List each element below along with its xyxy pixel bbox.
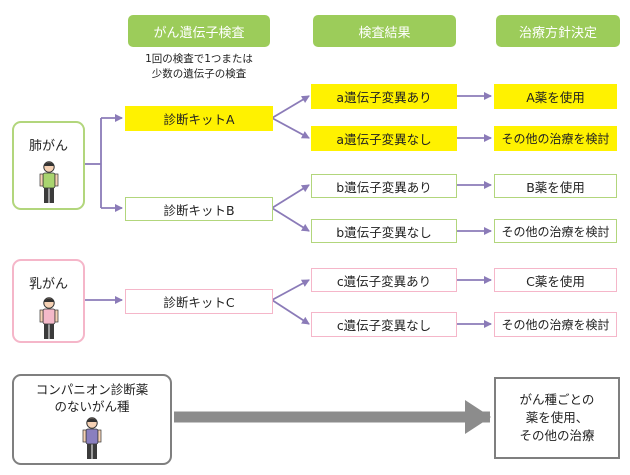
branch-kit-c-no [271, 299, 310, 325]
kit-a-box: 診断キットA [125, 106, 273, 131]
outcome-line-2: 薬を使用、 [525, 410, 589, 425]
no-companion-outcome: がん種ごとの 薬を使用、 その他の治療 [494, 377, 620, 459]
result-c-no: c遺伝子変異なし [311, 312, 457, 337]
person-green-icon [39, 161, 59, 203]
branch-kit-b-no [271, 207, 310, 232]
patient-lung-cancer: 肺がん [12, 121, 85, 210]
person-purple-icon [82, 417, 102, 459]
result-a-no: a遺伝子変異なし [311, 126, 457, 151]
patient-lung-label: 肺がん [28, 139, 68, 154]
result-c-yes: c遺伝子変異あり [311, 268, 457, 292]
person-pink-icon [39, 297, 59, 339]
header-test-result: 検査結果 [313, 15, 456, 47]
branch-kit-a-no [271, 117, 310, 139]
result-b-no: b遺伝子変異なし [311, 219, 457, 243]
branch-kit-b-yes [271, 184, 310, 209]
patient-no-companion: コンパニオン診断薬 のないがん種 [12, 374, 172, 465]
branch-kit-c-yes [271, 279, 310, 301]
test-note: 1回の検査で1つまたは 少数の遺伝子の検査 [118, 52, 280, 82]
kit-c-box: 診断キットC [125, 289, 273, 314]
no-companion-label: コンパニオン診断薬 のないがん種 [14, 381, 170, 415]
test-note-line-1: 1回の検査で1つまたは [145, 53, 253, 65]
treatment-b-yes: B薬を使用 [494, 174, 617, 198]
header-gene-test: がん遺伝子検査 [128, 15, 270, 47]
treatment-c-yes: C薬を使用 [494, 268, 617, 292]
result-a-yes: a遺伝子変異あり [311, 84, 457, 109]
result-b-yes: b遺伝子変異あり [311, 174, 457, 198]
header-treatment-decision: 治療方針決定 [496, 15, 620, 47]
outcome-line-1: がん種ごとの [519, 392, 595, 407]
outcome-line-3: その他の治療 [519, 428, 595, 443]
no-companion-label-line-2: のないがん種 [54, 399, 130, 414]
kit-b-box: 診断キットB [125, 197, 273, 221]
patient-breast-cancer: 乳がん [12, 259, 85, 343]
treatment-c-no: その他の治療を検討 [494, 312, 617, 337]
branch-kit-a-yes [271, 95, 310, 119]
test-note-line-2: 少数の遺伝子の検査 [151, 68, 247, 80]
treatment-b-no: その他の治療を検討 [494, 219, 617, 243]
treatment-a-yes: A薬を使用 [494, 84, 617, 109]
treatment-a-no: その他の治療を検討 [494, 126, 617, 151]
patient-breast-label: 乳がん [28, 277, 68, 292]
no-companion-label-line-1: コンパニオン診断薬 [35, 382, 149, 397]
